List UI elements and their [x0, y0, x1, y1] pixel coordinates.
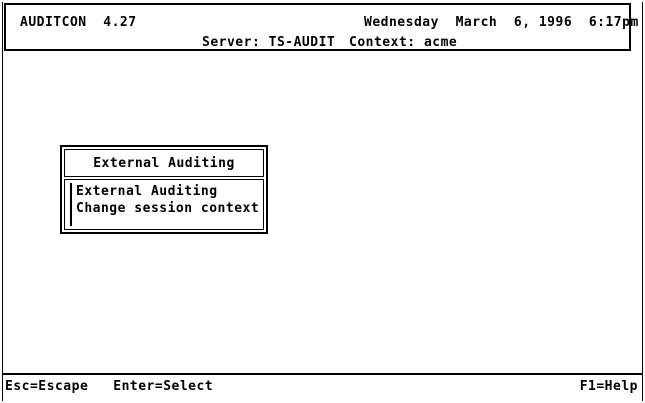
menu-title: External Auditing: [93, 156, 235, 171]
context-label: Context: acme: [349, 35, 458, 50]
scroll-indicator[interactable]: [70, 183, 72, 226]
app-title: AUDITCON 4.27: [20, 15, 137, 30]
external-auditing-menu: External Auditing External Auditing Chan…: [60, 145, 268, 234]
datetime-display: Wednesday March 6, 1996 6:17pm: [364, 15, 639, 30]
menu-items-panel: External Auditing Change session context: [64, 179, 264, 230]
server-label: Server: TS-AUDIT: [202, 35, 336, 50]
status-bar-help-key: F1=Help: [579, 379, 638, 394]
menu-item-change-session-context[interactable]: Change session context: [76, 201, 260, 216]
status-bar-keys-left: Esc=Escape Enter=Select: [5, 379, 214, 394]
menu-title-panel: External Auditing: [64, 149, 264, 177]
menu-item-external-auditing[interactable]: External Auditing: [76, 184, 218, 199]
screen-border-left: [2, 2, 3, 401]
status-bar-divider: [2, 373, 643, 375]
screen-border-right: [642, 2, 643, 401]
header-panel: AUDITCON 4.27 Wednesday March 6, 1996 6:…: [4, 3, 638, 51]
